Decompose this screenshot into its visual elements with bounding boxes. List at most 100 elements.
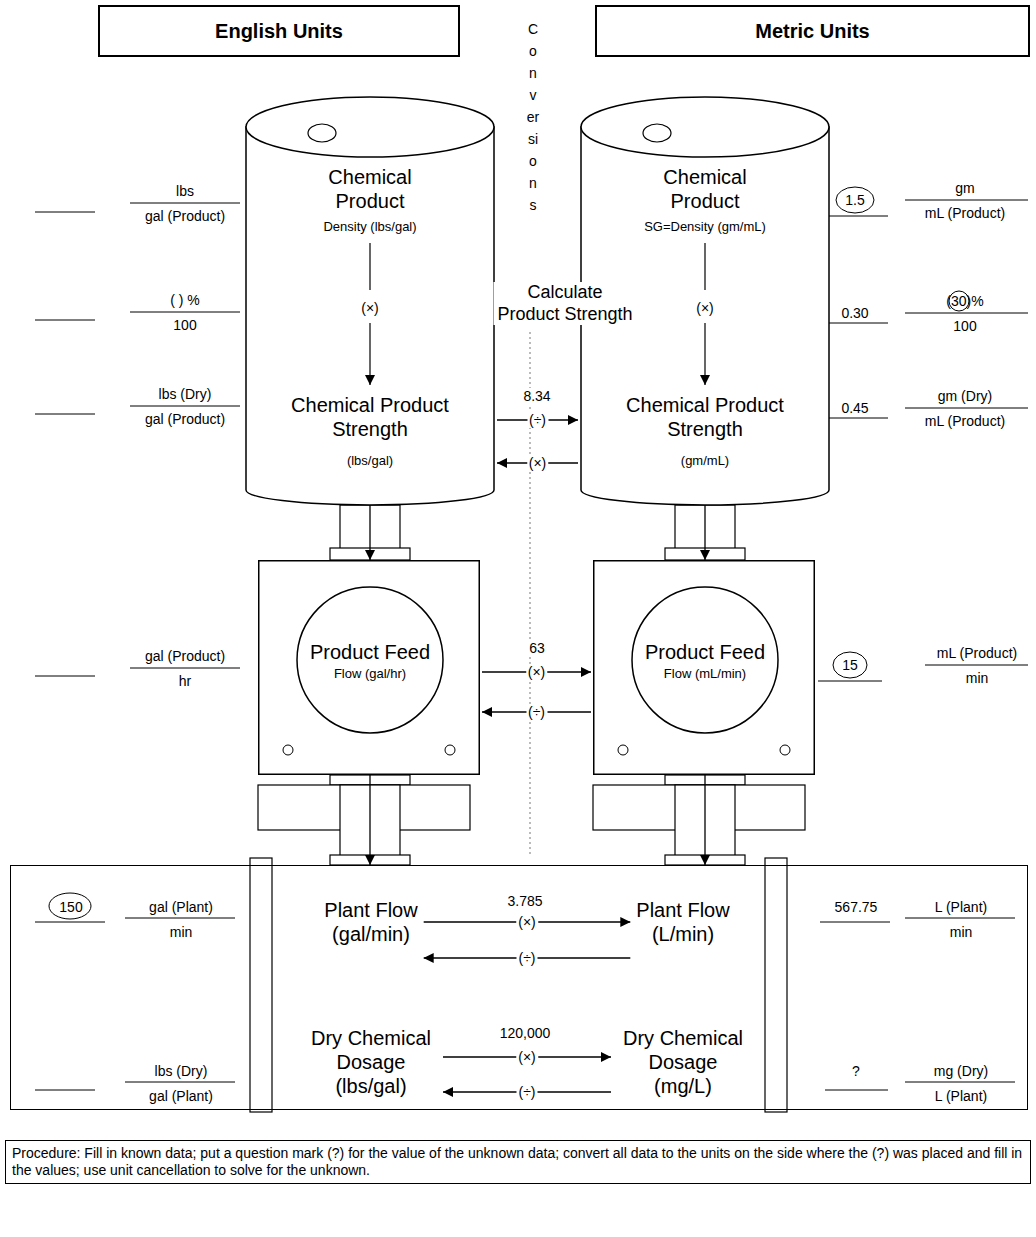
- given-circle: [949, 291, 969, 311]
- blank-line: [35, 414, 95, 415]
- conversion-arrow: [497, 462, 578, 463]
- conversion-factor: 120,000: [498, 1025, 553, 1041]
- quantity-block: Plant Flow(gal/min): [320, 894, 421, 950]
- node-label: (gm/mL): [625, 453, 785, 469]
- operation-label: (÷): [516, 1084, 537, 1100]
- chemical-tank: Chemical ProductSG=Density (gm/mL)(×)Che…: [580, 95, 830, 505]
- bolt-hole: [445, 745, 455, 755]
- quantity-block: Dry Chemical Dosage(lbs/gal): [301, 1022, 441, 1102]
- node-label: Metric Units: [755, 19, 869, 43]
- fraction-text: gm (Dry): [938, 388, 992, 404]
- operation-label: (×): [516, 914, 538, 930]
- fraction-text: L (Plant): [935, 899, 987, 916]
- conversion-factor: 8.34: [521, 388, 552, 404]
- value-line: [825, 216, 888, 217]
- fraction-text: gal (Product): [145, 648, 225, 664]
- pipe-flange: [250, 858, 272, 1112]
- fraction-text: lbs: [176, 183, 194, 199]
- units-header: English Units: [98, 5, 460, 57]
- fraction-text: ?: [852, 1063, 860, 1080]
- flow-line: [369, 243, 370, 290]
- node-label: Plant Flow: [324, 898, 417, 922]
- value-line: [825, 418, 888, 419]
- node-label: Flow (mL/min): [630, 666, 780, 682]
- node-label: Density (lbs/gal): [260, 219, 480, 235]
- node-label: Chemical Product: [310, 165, 430, 213]
- blank-line: [35, 1090, 95, 1091]
- fraction-text: gm: [955, 180, 974, 196]
- divider-line: [530, 332, 531, 856]
- node-label: Chemical Product Strength: [270, 393, 470, 441]
- blank-line: [35, 320, 95, 321]
- fraction-text: 1.5: [845, 192, 864, 208]
- blank-line: [35, 922, 105, 923]
- node-label: Dry Chemical Dosage: [617, 1026, 749, 1074]
- conversion-arrow: [424, 921, 631, 922]
- conversion-factor: 3.785: [505, 893, 544, 909]
- fraction-text: 567.75: [835, 899, 878, 916]
- node-label: (L/min): [636, 922, 729, 946]
- fraction-text: lbs (Dry): [159, 386, 212, 402]
- tank-cap: [643, 124, 671, 142]
- conversion-factor: 63: [527, 640, 547, 656]
- fraction-bar: [905, 200, 1028, 201]
- fraction-text: gal (Product): [145, 208, 225, 224]
- tank-body: [246, 127, 494, 505]
- node-label: (×): [340, 300, 400, 317]
- given-circle: [836, 187, 874, 213]
- conversion-arrow: [482, 671, 591, 672]
- procedure-note: Procedure: Fill in known data; put a que…: [5, 1140, 1031, 1184]
- fraction-text: min: [950, 924, 973, 941]
- pipe-flange: [765, 858, 787, 1112]
- feed-pump: Product FeedFlow (mL/min): [593, 560, 815, 775]
- value-line: [825, 1090, 888, 1091]
- fraction-text: min: [170, 924, 193, 941]
- fraction-text: gal (Plant): [149, 899, 213, 916]
- quantity-block: Plant Flow(L/min): [632, 894, 733, 950]
- node-label: Chemical Product: [645, 165, 765, 213]
- node-label: English Units: [215, 19, 343, 43]
- fraction-bar: [905, 313, 1028, 314]
- plant-pipe: 150gal (Plant)minlbs (Dry)gal (Plant)567…: [10, 865, 1028, 1110]
- fraction-text: gal (Product): [145, 411, 225, 427]
- node-label: (lbs/gal): [305, 1074, 437, 1098]
- fraction-text: mL (Product): [937, 645, 1017, 661]
- conversion-arrow: [369, 505, 370, 560]
- flow-line: [704, 243, 705, 290]
- fraction-bar: [925, 665, 1028, 666]
- operation-label: (×): [516, 1049, 538, 1065]
- given-circle: [49, 893, 91, 919]
- node-label: (lbs/gal): [290, 453, 450, 469]
- node-label: Dry Chemical Dosage: [305, 1026, 437, 1074]
- tank-top: [581, 97, 829, 157]
- conversion-arrow: [424, 957, 631, 958]
- fraction-text: mL (Product): [925, 413, 1005, 429]
- value-line: [820, 922, 890, 923]
- tank-top: [246, 97, 494, 157]
- value-line: [818, 681, 882, 682]
- pump-housing: [594, 561, 815, 775]
- fraction-text: 100: [173, 317, 196, 333]
- flow-arrow: [369, 323, 370, 385]
- bolt-hole: [618, 745, 628, 755]
- conversion-arrow: [443, 1091, 611, 1092]
- fraction-text: L (Plant): [935, 1088, 987, 1105]
- vertical-label: Conversions: [526, 18, 540, 216]
- node-label: Product Feed: [285, 640, 455, 664]
- fraction-text: 15: [842, 657, 858, 673]
- fraction-text: min: [966, 670, 989, 686]
- fraction-bar: [125, 1082, 235, 1083]
- fraction-text: mg (Dry): [934, 1063, 988, 1080]
- fraction-text: lbs (Dry): [155, 1063, 208, 1080]
- fraction-text: gal (Plant): [149, 1088, 213, 1105]
- node-label: Product Feed: [620, 640, 790, 664]
- tank-cap: [308, 124, 336, 142]
- tank-body: [581, 127, 829, 505]
- chemical-tank: Chemical ProductDensity (lbs/gal) (×) Chem…: [245, 95, 495, 505]
- fraction-text: mL (Product): [925, 205, 1005, 221]
- fraction-text: ( ) %: [170, 292, 200, 308]
- operation-label: (×): [527, 455, 549, 471]
- fraction-bar: [905, 408, 1028, 409]
